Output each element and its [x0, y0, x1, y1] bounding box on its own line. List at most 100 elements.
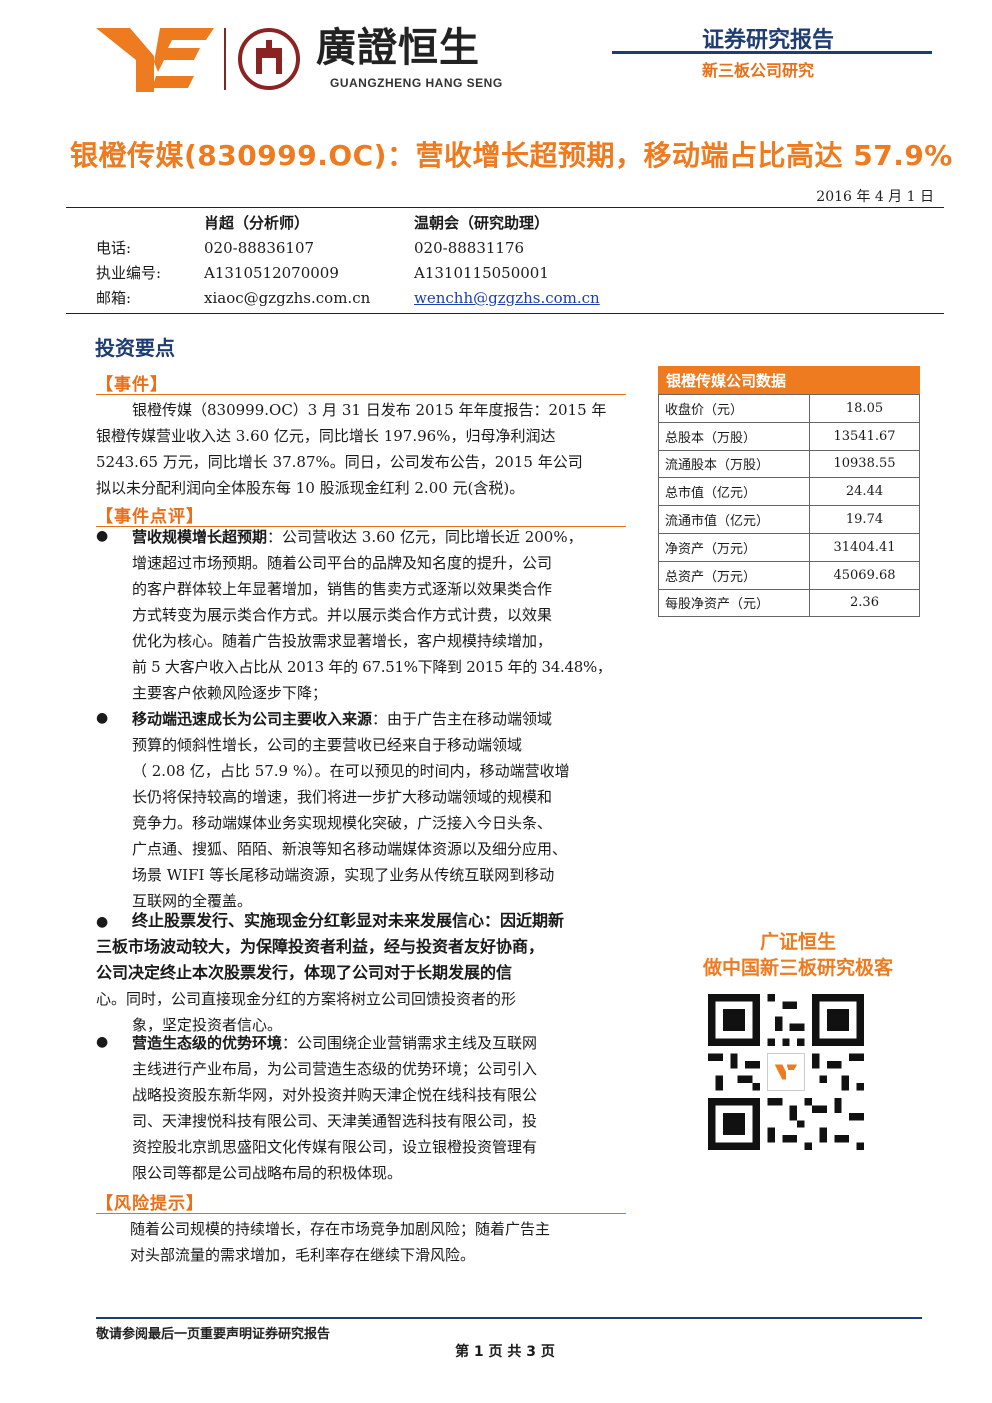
comment-bullet-2: 移动端迅速成长为公司主要收入来源：由于广告主在移动端领域 预算的倾斜性增长，公司… — [132, 706, 620, 914]
table-cell-value: 10938.55 — [809, 449, 920, 479]
bullet-line: 长仍将保持较高的增速，我们将进一步扩大移动端领域的规模和 — [132, 788, 553, 806]
bullet-line: 主线进行产业布局，为公司营造生态级的优势环境；公司引入 — [132, 1060, 538, 1078]
risk-tag: 【风险提示】 — [96, 1194, 204, 1214]
section-title: 投资要点 — [95, 336, 175, 360]
bullet-line: 竞争力。移动端媒体业务实现规模化突破，广泛接入今日头条、 — [132, 814, 553, 832]
promo-line-1: 广证恒生 — [759, 931, 836, 953]
logo-divider — [224, 28, 226, 90]
logo-mark-icon — [96, 28, 214, 92]
comment-bullet-1: 营收规模增长超预期：公司营收达 3.60 亿元，同比增长近 200%， 增速超过… — [132, 524, 620, 706]
table-row: 流通市值（亿元）19.74 — [658, 505, 920, 534]
bullet-3-heading: 终止股票发行、实施现金分红彰显对未来发展信心 — [132, 911, 485, 930]
event-tag: 【事件】 — [96, 375, 168, 395]
bullet-4-heading: 营造生态级的优势环境 — [132, 1034, 283, 1052]
table-cell-label: 流通股本（万股） — [658, 449, 810, 479]
bullet-line: 增速超过市场预期。随着公司平台的品牌及知名度的提升，公司 — [132, 554, 553, 572]
bullet-line: 公司决定终止本次股票发行，体现了公司对于长期发展的信 — [96, 963, 513, 982]
table-cell-label: 总资产（万元） — [658, 560, 810, 590]
event-line: 银橙传媒（830999.OC）3 月 31 日发布 2015 年年度报告：201… — [132, 401, 607, 419]
analyst-row-label: 邮箱: — [96, 289, 132, 307]
table-cell-label: 净资产（万元） — [658, 532, 810, 562]
bullet-dot-icon: ● — [96, 1034, 109, 1050]
table-cell-value: 45069.68 — [809, 560, 920, 590]
bullet-line: （ 2.08 亿，占比 57.9 %）。在可以预见的时间内，移动端营收增 — [132, 762, 570, 780]
bullet-dot-icon: ● — [96, 914, 109, 930]
bullet-line: ：由于广告主在移动端领域 — [372, 710, 553, 728]
company-data-title: 银橙传媒公司数据 — [666, 372, 787, 390]
table-cell-value: 19.74 — [809, 505, 920, 534]
report-subtype: 新三板公司研究 — [702, 61, 815, 80]
event-paragraph: 银橙传媒（830999.OC）3 月 31 日发布 2015 年年度报告：201… — [96, 397, 618, 501]
comment-tag: 【事件点评】 — [96, 507, 204, 527]
logo-seal-icon — [238, 28, 300, 90]
table-cell-label: 总股本（万股） — [658, 421, 810, 451]
analyst-1-email: xiaoc@gzgzhs.com.cn — [204, 289, 371, 307]
analyst-2-email-link[interactable]: wenchh@gzgzhs.com.cn — [414, 289, 600, 307]
logo-text-cn: 廣證恒生 — [316, 25, 480, 71]
company-data-table: 收盘价（元）18.05 总股本（万股）13541.67 流通股本（万股）1093… — [658, 394, 920, 618]
bullet-line: ：公司营收达 3.60 亿元，同比增长近 200%， — [267, 528, 583, 546]
table-row: 每股净资产（元）2.36 — [658, 588, 920, 618]
bullet-line: 资控股北京凯思盛阳文化传媒有限公司，设立银橙投资管理有 — [132, 1138, 538, 1156]
analyst-1-phone: 020-88836107 — [204, 239, 315, 257]
footer-disclaimer: 敬请参阅最后一页重要声明证券研究报告 — [96, 1327, 331, 1342]
bullet-2-heading: 移动端迅速成长为公司主要收入来源 — [132, 710, 373, 728]
table-cell-label: 每股净资产（元） — [658, 588, 810, 618]
bullet-line: 互联网的全覆盖。 — [132, 892, 253, 910]
report-title: 银橙传媒(830999.OC)：营收增长超预期，移动端占比高达 57.9% — [70, 139, 953, 172]
analyst-2-license: A1310115050001 — [414, 264, 549, 282]
table-row: 收盘价（元）18.05 — [658, 394, 920, 423]
logo-text-en: GUANGZHENG HANG SENG — [330, 76, 503, 90]
analyst-2-phone: 020-88831176 — [414, 239, 525, 257]
bullet-line: 司、天津搜悦科技有限公司、天津美通智选科技有限公司，投 — [132, 1112, 538, 1130]
bullet-line: 三板市场波动较大，为保障投资者利益，经与投资者友好协商， — [96, 937, 545, 956]
bullet-line: 限公司等都是公司战略布局的积极体现。 — [132, 1164, 403, 1182]
table-cell-value: 2.36 — [809, 588, 920, 618]
bullet-line: 心。同时，公司直接现金分红的方案将树立公司回馈投资者的形 — [96, 990, 517, 1008]
title-rule — [66, 207, 944, 208]
footer-rule — [96, 1317, 922, 1319]
analyst-2-header: 温朝会（研究助理） — [414, 214, 550, 232]
table-cell-value: 13541.67 — [809, 421, 920, 451]
bullet-line: 优化为核心。随着广告投放需求显著增长，客户规模持续增加， — [132, 632, 553, 650]
bullet-line: 前 5 大客户收入占比从 2013 年的 67.51%下降到 2015 年的 3… — [132, 658, 612, 676]
analyst-rule — [66, 313, 944, 314]
analyst-row-label: 执业编号: — [96, 264, 162, 282]
report-type: 证券研究报告 — [702, 28, 835, 53]
bullet-line: 战略投资股东新华网，对外投资并购天津企悦在线科技有限公 — [132, 1086, 538, 1104]
risk-line: 随着公司规模的持续增长，存在市场竞争加剧风险；随着广告主 — [130, 1220, 551, 1238]
bullet-dot-icon: ● — [96, 710, 109, 726]
bullet-line: ：公司围绕企业营销需求主线及互联网 — [282, 1034, 538, 1052]
comment-bullet-3: 终止股票发行、实施现金分红彰显对未来发展信心：因近期新 三板市场波动较大，为保障… — [96, 908, 622, 1038]
risk-tag-rule — [96, 1213, 626, 1214]
event-line: 5243.65 万元，同比增长 37.87%。同日，公司发布公告，2015 年公… — [96, 453, 583, 471]
event-tag-rule — [96, 394, 626, 395]
risk-paragraph: 随着公司规模的持续增长，存在市场竞争加剧风险；随着广告主 对头部流量的需求增加，… — [130, 1216, 620, 1268]
comment-tag-rule — [96, 526, 626, 527]
comment-bullet-4: 营造生态级的优势环境：公司围绕企业营销需求主线及互联网 主线进行产业布局，为公司… — [132, 1030, 620, 1186]
company-data-header — [658, 366, 920, 394]
promo-line-2: 做中国新三板研究极客 — [702, 957, 893, 979]
analyst-1-license: A1310512070009 — [204, 264, 339, 282]
risk-line: 对头部流量的需求增加，毛利率存在继续下滑风险。 — [130, 1246, 476, 1264]
report-date: 2016 年 4 月 1 日 — [816, 189, 934, 205]
table-row: 总资产（万元）45069.68 — [658, 560, 920, 590]
event-line: 银橙传媒营业收入达 3.60 亿元，同比增长 197.96%，归母净利润达 — [96, 427, 556, 445]
table-cell-label: 流通市值（亿元） — [658, 505, 810, 534]
table-cell-value: 24.44 — [809, 477, 920, 507]
qr-code-icon[interactable] — [708, 994, 864, 1150]
bullet-dot-icon: ● — [96, 528, 109, 544]
page-number: 第 1 页 共 3 页 — [455, 1344, 555, 1360]
bullet-line: 预算的倾斜性增长，公司的主要营收已经来自于移动端领域 — [132, 736, 523, 754]
table-row: 总市值（亿元）24.44 — [658, 477, 920, 507]
table-row: 净资产（万元）31404.41 — [658, 532, 920, 562]
table-cell-value: 18.05 — [809, 394, 920, 423]
table-row: 总股本（万股）13541.67 — [658, 421, 920, 451]
table-cell-label: 收盘价（元） — [658, 394, 810, 423]
analyst-1-header: 肖超（分析师） — [204, 214, 310, 232]
bullet-line: 的客户群体较上年显著增加，销售的售卖方式逐渐以效果类合作 — [132, 580, 553, 598]
bullet-line: ：因近期新 — [484, 911, 565, 930]
bullet-1-heading: 营收规模增长超预期 — [132, 528, 268, 546]
bullet-line: 主要客户依赖风险逐步下降； — [132, 684, 328, 702]
bullet-line: 象，坚定投资者信心。 — [132, 1016, 283, 1034]
